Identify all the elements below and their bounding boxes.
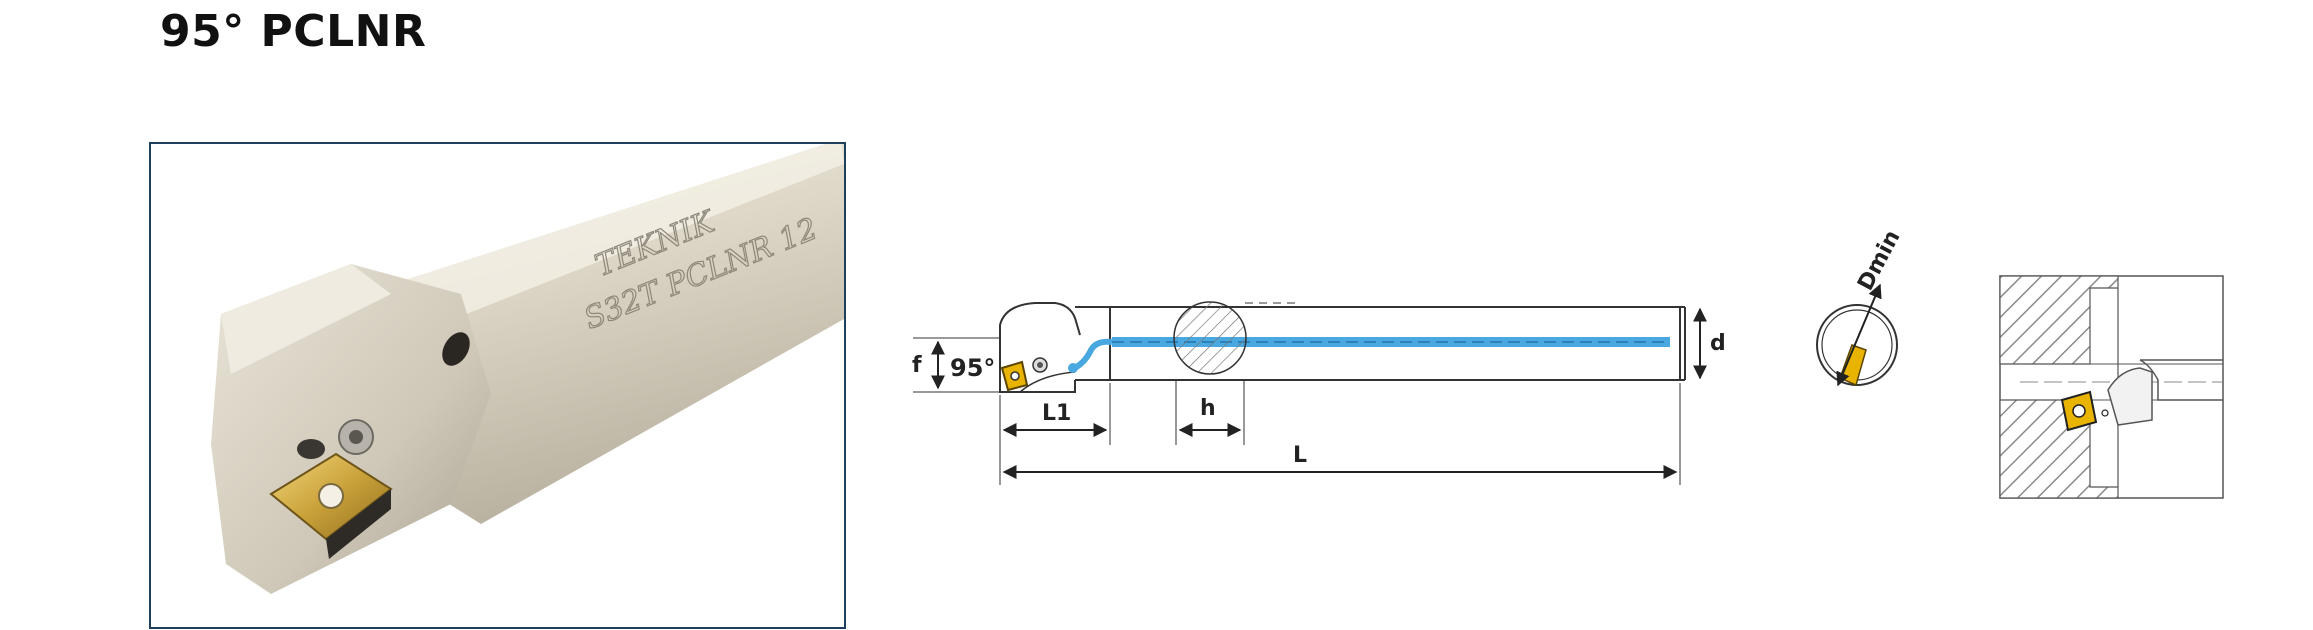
angle-label: 95° bbox=[950, 354, 995, 382]
dmin-label: Dmin bbox=[1853, 226, 1905, 295]
bore-view bbox=[1999, 275, 2224, 499]
dim-d-label: d bbox=[1710, 331, 1726, 356]
dmin-view: Dmin bbox=[1816, 226, 1906, 387]
boring-bar-render: TEKNIK S32T PCLNR 12 bbox=[211, 144, 844, 594]
dim-f-label: f bbox=[912, 353, 922, 378]
product-photo: TEKNIK S32T PCLNR 12 bbox=[149, 142, 846, 629]
dim-l-label: L bbox=[1293, 443, 1307, 468]
dim-h-label: h bbox=[1200, 396, 1216, 421]
section-circle bbox=[1173, 301, 1247, 375]
page-title: 95° PCLNR bbox=[160, 6, 427, 57]
dim-l1-label: L1 bbox=[1042, 401, 1071, 426]
side-view: f 95° d L1 h L bbox=[912, 301, 1726, 485]
